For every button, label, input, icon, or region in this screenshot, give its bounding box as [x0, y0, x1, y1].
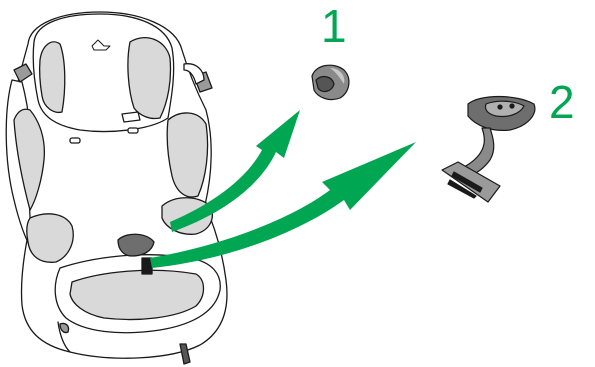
headrest-pad-left [40, 42, 65, 113]
belt-guide-cap-icon [312, 65, 349, 99]
cap-inner [316, 77, 334, 92]
child-car-seat-icon [6, 12, 227, 364]
seat-cushion-pad [70, 270, 204, 319]
headrest-slot-left [70, 138, 80, 143]
headrest-pad-right [128, 38, 171, 119]
step-number-1: 1 [321, 3, 347, 49]
clamp-rivet-left [498, 105, 502, 109]
step-number-2: 2 [549, 79, 575, 125]
belt-positioner-clip-icon [442, 97, 535, 203]
headrest-slot-right [128, 128, 138, 133]
clamp-rivet-right [510, 104, 514, 108]
headrest-clip [122, 112, 140, 122]
armrest-left [27, 214, 74, 262]
